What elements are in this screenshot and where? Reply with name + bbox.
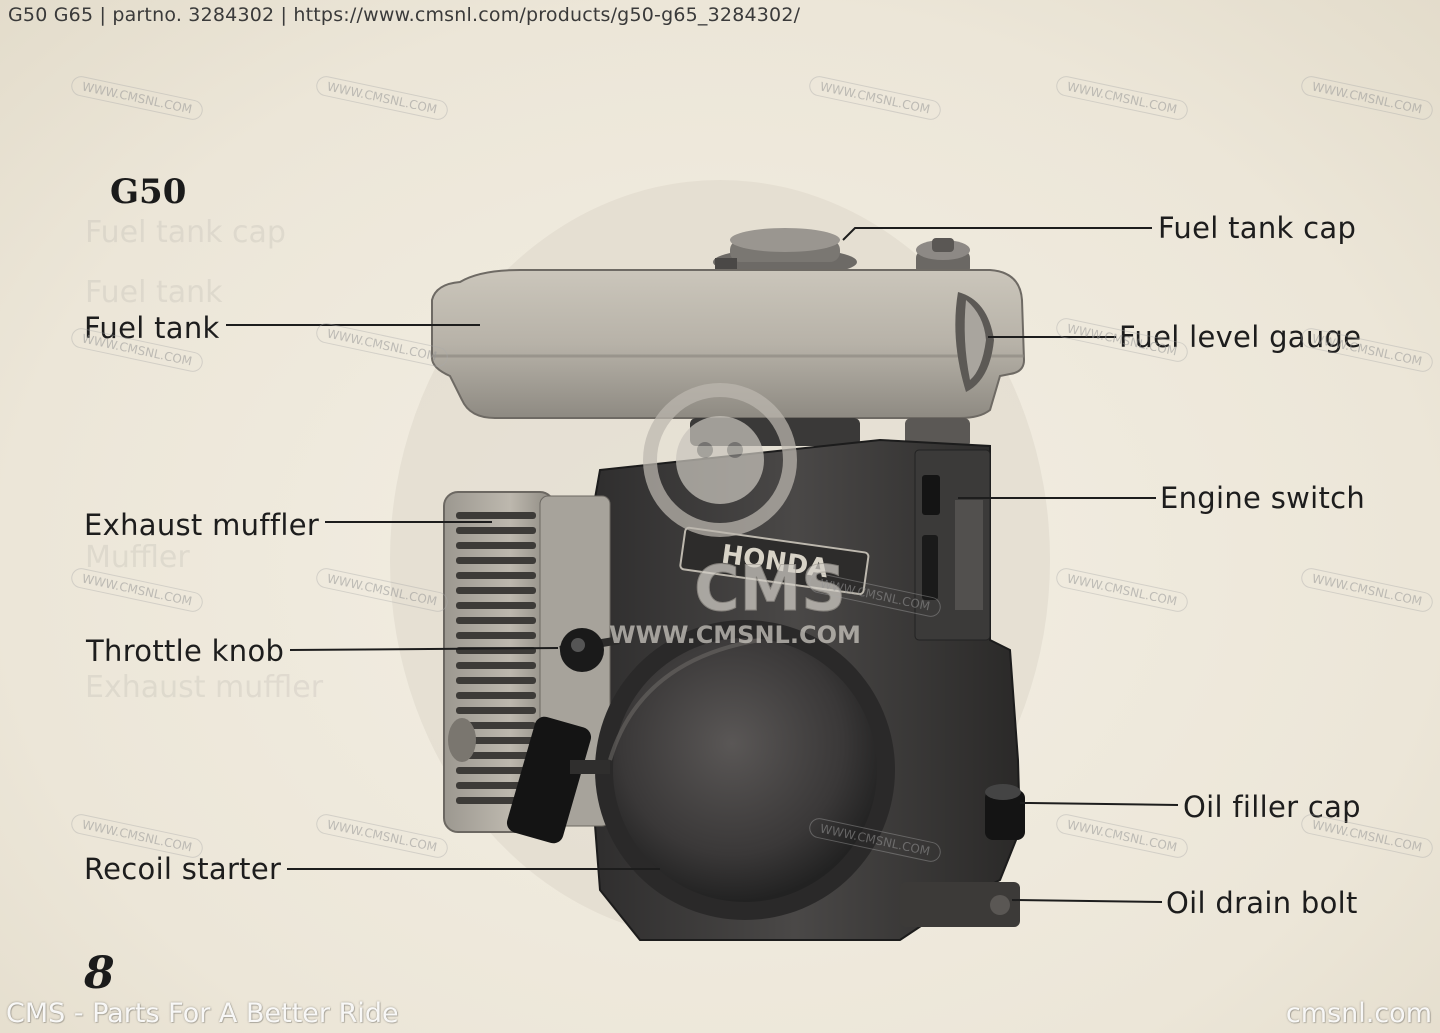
fuel-tank-cap-part: [713, 228, 857, 276]
muffler-slot: [456, 512, 536, 519]
muffler-slot: [456, 572, 536, 579]
source-header: G50 G65 | partno. 3284302 | https://www.…: [8, 4, 801, 26]
oil-filler-cap-part: [985, 784, 1025, 840]
muffler-slot: [456, 692, 536, 699]
muffler-slot: [456, 542, 536, 549]
bleed-through-text: Fuel tank: [85, 275, 223, 310]
bleed-through-text: Fuel tank cap: [85, 215, 286, 250]
muffler-slot: [456, 752, 536, 759]
bleed-through-text: Muffler: [85, 540, 190, 575]
muffler-slot: [456, 617, 536, 624]
label-fuel-tank: Fuel tank: [84, 311, 220, 345]
muffler-vent-slots: [456, 512, 536, 804]
bleed-through-text: Exhaust muffler: [85, 670, 324, 705]
muffler-slot: [456, 632, 536, 639]
model-title: G50: [110, 172, 187, 212]
oil-drain-bolt-part: [990, 895, 1010, 915]
cms-watermark-logo-text: CMS: [694, 552, 846, 625]
muffler-slot: [456, 707, 536, 714]
callout-leader-lines: [226, 227, 1179, 903]
footer-site-link[interactable]: cmsnl.com: [1285, 998, 1432, 1029]
label-engine-switch: Engine switch: [1160, 481, 1366, 515]
muffler-slot: [456, 557, 536, 564]
engine-switch-part: [922, 475, 940, 515]
throttle-knob-part: [559, 628, 621, 672]
fuel-level-gauge-part: [955, 292, 994, 392]
label-oil-drain-bolt: Oil drain bolt: [1166, 886, 1358, 920]
muffler-slot: [456, 782, 536, 789]
label-exhaust-muffler: Exhaust muffler: [84, 508, 320, 542]
recoil-starter-part: [595, 620, 895, 920]
engine-base-part: [900, 882, 1020, 927]
label-recoil-starter: Recoil starter: [84, 852, 282, 886]
label-oil-filler-cap: Oil filler cap: [1183, 790, 1361, 824]
muffler-slot: [456, 737, 536, 744]
muffler-slot: [456, 662, 536, 669]
honda-badge: HONDA: [679, 526, 870, 596]
fuel-tank-part: [431, 269, 1026, 419]
page-number: 8: [84, 948, 115, 999]
cms-watermark-url-text: WWW.CMSNL.COM: [609, 621, 861, 649]
cms-center-watermark: CMS WWW.CMSNL.COM: [609, 383, 861, 649]
muffler-slot: [456, 587, 536, 594]
muffler-slot: [456, 722, 536, 729]
label-throttle-knob: Throttle knob: [86, 634, 285, 668]
muffler-slot: [456, 767, 536, 774]
muffler-slot: [456, 527, 536, 534]
footer-tagline: CMS - Parts For A Better Ride: [6, 998, 399, 1029]
muffler-slot: [456, 677, 536, 684]
label-fuel-level-gauge: Fuel level gauge: [1119, 320, 1362, 354]
muffler-slot: [456, 602, 536, 609]
starter-handle: [506, 716, 610, 844]
label-fuel-tank-cap: Fuel tank cap: [1158, 211, 1357, 245]
